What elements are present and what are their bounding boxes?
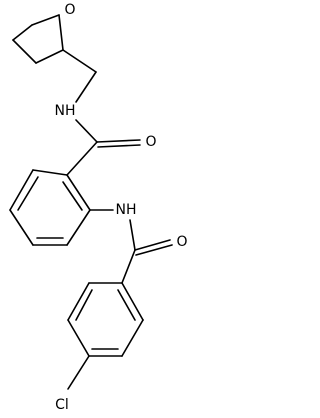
atom-o-ring: O xyxy=(64,2,75,18)
bond-carbonyl1-ring xyxy=(66,141,98,176)
bond-nh2-carbonyl2 xyxy=(129,219,136,251)
bond-carbonyl2-o-b xyxy=(135,244,173,256)
bond-benz2-6 xyxy=(121,282,144,321)
atom-cl: Cl xyxy=(55,397,69,413)
bond-benz2-inner-a xyxy=(75,289,93,321)
bond-ch2-nh xyxy=(75,71,97,103)
bond-thf-3 xyxy=(35,49,64,64)
bond-carbonyl1-o-b xyxy=(97,144,141,148)
bond-thf-4 xyxy=(12,39,37,64)
bond-benz1-inner-c xyxy=(62,181,83,211)
bond-benz1-5 xyxy=(66,209,91,246)
bond-benz1-inner-a xyxy=(17,176,39,211)
bond-benz1-3 xyxy=(9,209,34,246)
bond-benz1-2 xyxy=(9,169,34,211)
atom-o-carbonyl2: O xyxy=(176,234,187,250)
bond-carbonyl2-ring xyxy=(121,249,136,284)
bond-benz1-1 xyxy=(32,169,68,176)
bond-carbonyl1-o-a xyxy=(96,139,141,143)
bond-ring-ch2 xyxy=(62,49,97,73)
bond-thf-1 xyxy=(31,14,60,26)
bond-benz2-5 xyxy=(121,319,144,357)
bond-benz2-inner-c xyxy=(117,289,136,321)
bond-nh-carbonyl1 xyxy=(75,119,98,143)
bond-benz1-6 xyxy=(66,174,91,211)
atom-nh-amide1: NH xyxy=(55,103,76,119)
bond-carbonyl2-o-a xyxy=(134,239,171,251)
bond-benz2-3 xyxy=(67,319,90,357)
atom-nh-amide2: NH xyxy=(116,202,137,218)
atom-o-carbonyl1: O xyxy=(145,134,156,150)
bond-ring-cl xyxy=(67,355,90,390)
bond-benz2-2 xyxy=(67,282,90,321)
chemical-structure-diagram: O NH O NH O Cl xyxy=(9,2,188,413)
bond-thf-2 xyxy=(58,14,64,51)
bond-thf-5 xyxy=(12,24,33,41)
